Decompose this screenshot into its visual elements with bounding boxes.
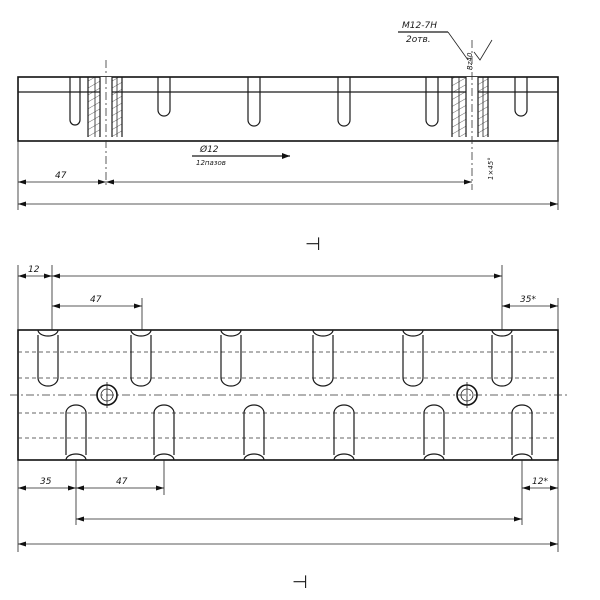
top-view-hole-left (87, 60, 123, 185)
slot (220, 329, 242, 387)
dim-top-long (52, 273, 502, 279)
roughness-label: Rz40 (466, 52, 474, 70)
thread-count-label: 2отв. (406, 35, 431, 45)
slot (423, 404, 445, 461)
dim-label-47-pitch-bottom: 47 (116, 477, 128, 487)
bottom-holes (96, 382, 478, 408)
dim-label-47-pitch-top: 47 (90, 295, 102, 305)
roughness-symbol (473, 39, 493, 61)
slot (402, 329, 424, 387)
slot (69, 77, 81, 126)
dim-left-47: 47 (18, 171, 106, 185)
dim-between-holes (106, 179, 472, 185)
slot (333, 404, 355, 461)
hole-count-label: 12пазов (196, 159, 226, 167)
slot (491, 329, 513, 387)
hole-diameter-callout: Ø12 12пазов (192, 144, 290, 167)
bottom-view: 12 47 35* 35 (10, 265, 570, 552)
chamfer-label: 1×45° (487, 157, 495, 180)
slot (157, 77, 171, 117)
bottom-lower-slots (65, 404, 533, 461)
thread-callout: M12-7H 2отв. Rz40 (398, 21, 493, 70)
dim-label-12-star: 12* (532, 477, 548, 487)
top-view-hole-right (451, 40, 489, 190)
slot (243, 404, 265, 461)
top-view-body (17, 76, 559, 142)
thread-label: M12-7H (402, 21, 437, 31)
slot (130, 329, 152, 387)
slot (153, 404, 175, 461)
slot (37, 329, 59, 387)
bottom-upper-slots (37, 329, 513, 387)
dim-bottom-long (76, 516, 522, 522)
slot (312, 329, 334, 387)
slot (337, 77, 351, 127)
dim-bottom-right-12: 12* (522, 477, 558, 491)
dim-overall-bottom (18, 541, 558, 547)
dim-label-12: 12 (28, 265, 40, 275)
dim-top-right-35: 35* (502, 295, 558, 309)
slot (65, 404, 87, 461)
dim-bottom-pitch-47: 47 (76, 477, 164, 491)
section-mark-lower: ⊣ (292, 572, 308, 593)
dim-label-35: 35 (40, 477, 52, 487)
dim-top-left-12: 12 (18, 265, 52, 279)
section-mark-upper: ⊣ (305, 234, 321, 255)
slot (247, 77, 261, 127)
slot (511, 404, 533, 461)
dim-overall-top (18, 201, 558, 207)
hole-diameter-label: Ø12 (199, 144, 219, 155)
dim-bottom-left-35: 35 (18, 477, 76, 491)
slot (425, 77, 439, 127)
top-view: M12-7H 2отв. Rz40 1×45° Ø12 12пазов 47 (17, 21, 559, 210)
dim-label-35-star: 35* (520, 295, 536, 305)
slot (514, 77, 528, 117)
dim-label-47-top: 47 (55, 171, 67, 181)
dim-top-pitch-47: 47 (52, 295, 142, 309)
top-view-slots (69, 77, 528, 127)
